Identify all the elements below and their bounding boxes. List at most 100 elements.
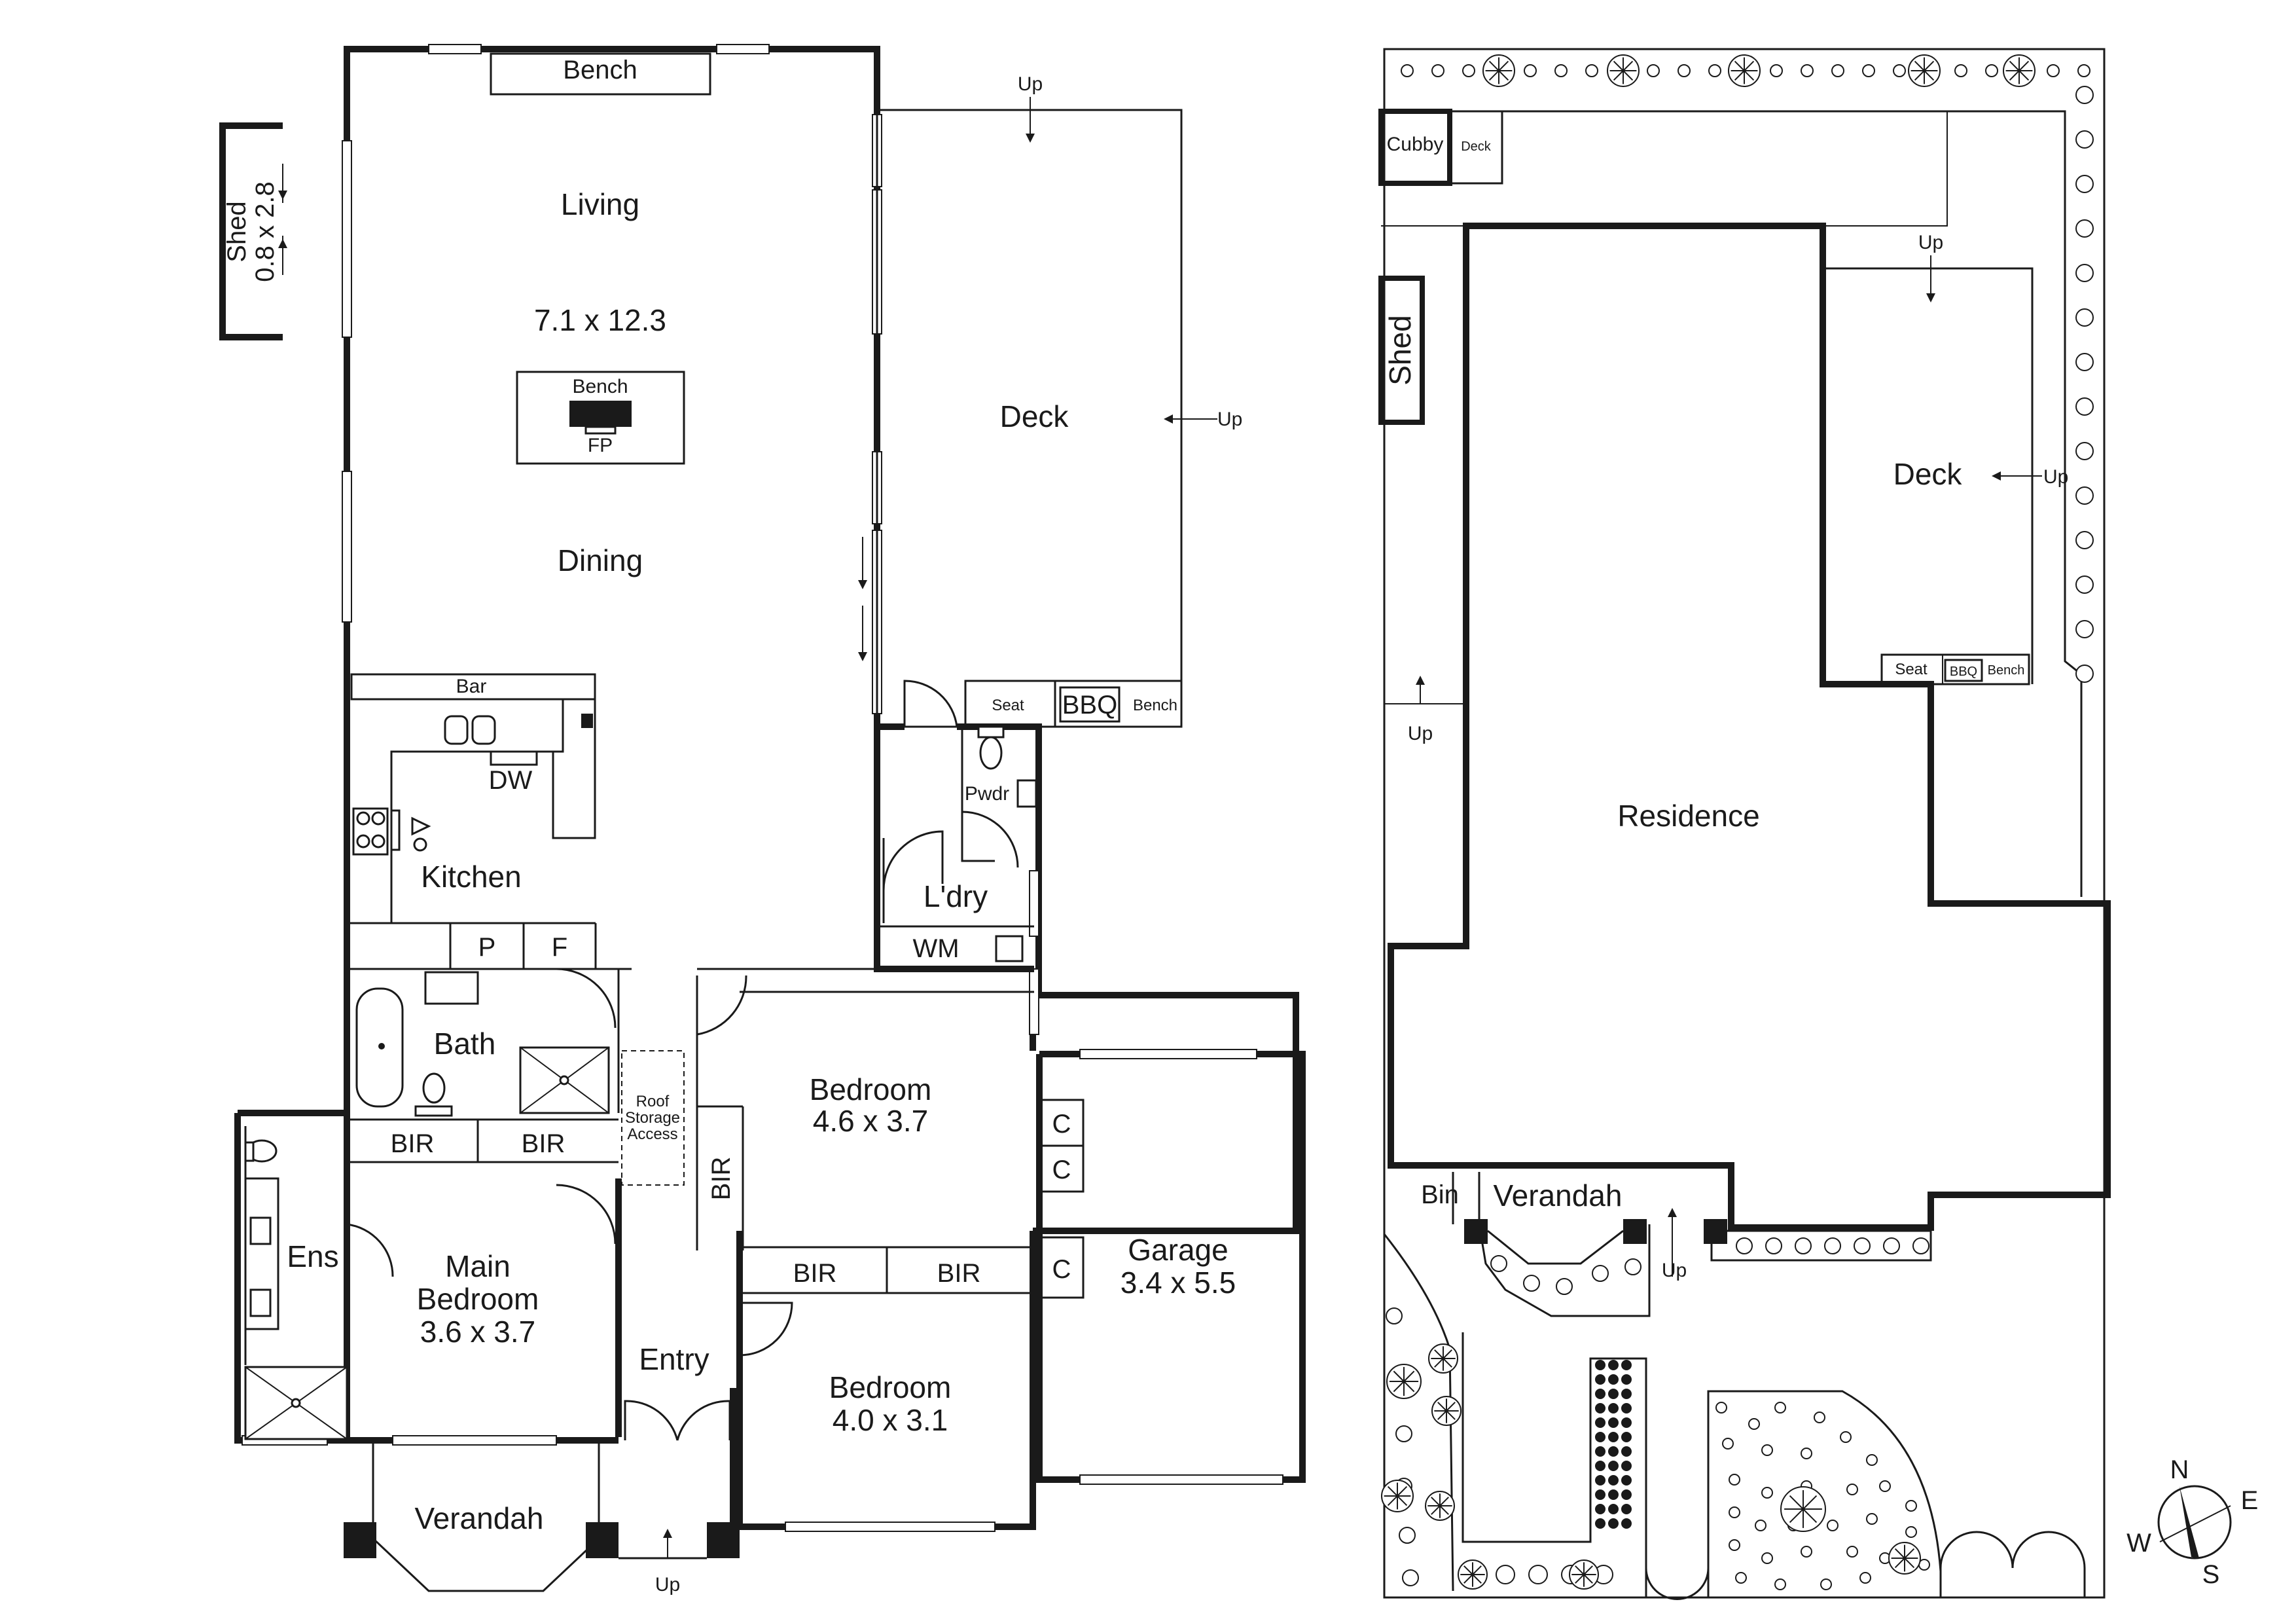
- powder-label: Pwdr: [965, 783, 1009, 805]
- sliding-door-arrows: [858, 537, 867, 661]
- shrub-icon: [1595, 1504, 1605, 1514]
- living-bench-label: Bench: [563, 56, 637, 84]
- bedroom-2: BIR Bedroom 4.6 x 3.7 BIR BIR: [696, 975, 1034, 1294]
- tree-icon: [1624, 1258, 1641, 1275]
- roof-access-line1: Roof: [636, 1093, 670, 1110]
- tree-branch: [1434, 1358, 1444, 1368]
- tree-icon: [1801, 64, 1814, 77]
- tree-icon: [1770, 64, 1783, 77]
- tree-icon: [1496, 1565, 1515, 1584]
- tree-icon: [1490, 1255, 1507, 1272]
- shrub-icon: [1621, 1475, 1632, 1486]
- site-shed-label: Shed: [1383, 315, 1417, 385]
- deck-bbq-label: BBQ: [1062, 691, 1117, 720]
- tree-icon: [1859, 1572, 1871, 1584]
- bir-1-label: BIR: [391, 1129, 435, 1158]
- site-shed: Shed: [1378, 276, 1425, 425]
- tree-icon: [1814, 1412, 1825, 1423]
- tree-branch: [1575, 1574, 1585, 1584]
- site-boundary: [1383, 48, 2106, 1599]
- tree-icon: [1801, 1546, 1812, 1558]
- compass-w: W: [2126, 1529, 2151, 1558]
- deck-up-right-label: Up: [1217, 409, 1242, 430]
- tree-icon: [2075, 620, 2094, 638]
- tree-branch: [1904, 1548, 1915, 1559]
- kitchen-bar-label: Bar: [456, 676, 487, 697]
- tree-icon: [1592, 1265, 1609, 1282]
- tree-branch: [1397, 1486, 1408, 1497]
- verandah-up-label: Up: [655, 1574, 680, 1596]
- main-bedroom-dimensions: 3.6 x 3.7: [420, 1315, 535, 1349]
- shed-label: Shed: [223, 201, 251, 262]
- tree-icon: [1554, 64, 1568, 77]
- tree-icon: [2075, 130, 2094, 149]
- tree-branch: [1734, 60, 1745, 71]
- tree-branch: [1472, 1574, 1482, 1584]
- bathroom: Bath BIR BIR: [347, 968, 1034, 1163]
- tree-icon: [2075, 353, 2094, 371]
- tree-branch: [1446, 1402, 1456, 1412]
- tree-icon: [1735, 1572, 1747, 1584]
- site-deck-bbq-label: BBQ: [1950, 665, 1977, 679]
- tree-icon: [1862, 64, 1875, 77]
- tree-icon: [1647, 64, 1660, 77]
- bedroom-3-dimensions: 4.0 x 3.1: [833, 1403, 948, 1437]
- bath-label: Bath: [434, 1027, 496, 1061]
- site-verandah-up-label: Up: [1662, 1260, 1687, 1281]
- tree-branch: [1446, 1410, 1456, 1420]
- tree-icon: [1893, 64, 1906, 77]
- washing-machine-label: WM: [912, 934, 959, 963]
- shrub-icon: [1608, 1432, 1619, 1442]
- tree-icon: [1765, 1237, 1782, 1254]
- garage-cupboard-1-label: C: [1052, 1110, 1071, 1139]
- tree-icon: [1905, 1500, 1917, 1512]
- garage-dimensions: 3.4 x 5.5: [1121, 1266, 1236, 1300]
- shrub-icon: [1608, 1389, 1619, 1399]
- garage-label: Garage: [1128, 1233, 1228, 1267]
- tree-icon: [1585, 64, 1598, 77]
- tree-branch: [1488, 60, 1499, 71]
- tree-icon: [1729, 1539, 1740, 1551]
- shrub-icon: [1595, 1389, 1605, 1399]
- shrub-icon: [1595, 1518, 1605, 1529]
- tree-icon: [1462, 64, 1475, 77]
- tree-branch: [2009, 70, 2020, 81]
- tree-branch: [1734, 70, 1745, 81]
- tree-icon: [1523, 1275, 1540, 1292]
- shrub-icon: [1621, 1489, 1632, 1500]
- tree-branch: [1914, 60, 1925, 71]
- tree-branch: [1498, 70, 1509, 81]
- tree-branch: [1744, 70, 1755, 81]
- tree-branch: [2018, 70, 2030, 81]
- ground-deck: Up Deck Up Seat BBQ Bench: [876, 73, 1242, 728]
- tree-icon: [1395, 1425, 1412, 1442]
- tree-icon: [1985, 64, 1998, 77]
- dishwasher-label: DW: [489, 766, 533, 795]
- dining-label: Dining: [558, 543, 643, 577]
- tree-icon: [1840, 1431, 1852, 1443]
- shrub-icon: [1608, 1446, 1619, 1457]
- living-dining-room: Bench Living 7.1 x 12.3 Bench FP Dining: [490, 52, 711, 577]
- shrub-icon: [1621, 1389, 1632, 1399]
- shrub-icon: [1608, 1374, 1619, 1385]
- tree-branch: [1387, 1486, 1398, 1497]
- shrub-icon: [1608, 1417, 1619, 1428]
- front-verandah: Verandah Up: [344, 1440, 740, 1596]
- tree-icon: [2075, 175, 2094, 193]
- residence-label: Residence: [1617, 799, 1759, 833]
- shrub-icon: [1621, 1374, 1632, 1385]
- shrub-icon: [1608, 1403, 1619, 1413]
- garden-beds: [1383, 1233, 2086, 1600]
- compass-n: N: [2170, 1455, 2189, 1484]
- tree-icon: [1761, 1487, 1773, 1499]
- shrub-icon: [1595, 1432, 1605, 1442]
- shrub-icon: [1608, 1461, 1619, 1471]
- tree-branch: [1623, 70, 1634, 81]
- windows: [242, 44, 1039, 1532]
- tree-icon: [1774, 1402, 1786, 1413]
- tree-icon: [2075, 486, 2094, 505]
- site-deck: Up Deck Up Seat BBQ Bench: [1823, 232, 2068, 685]
- residence-outline: [1388, 223, 2111, 1231]
- tree-icon: [1831, 64, 1844, 77]
